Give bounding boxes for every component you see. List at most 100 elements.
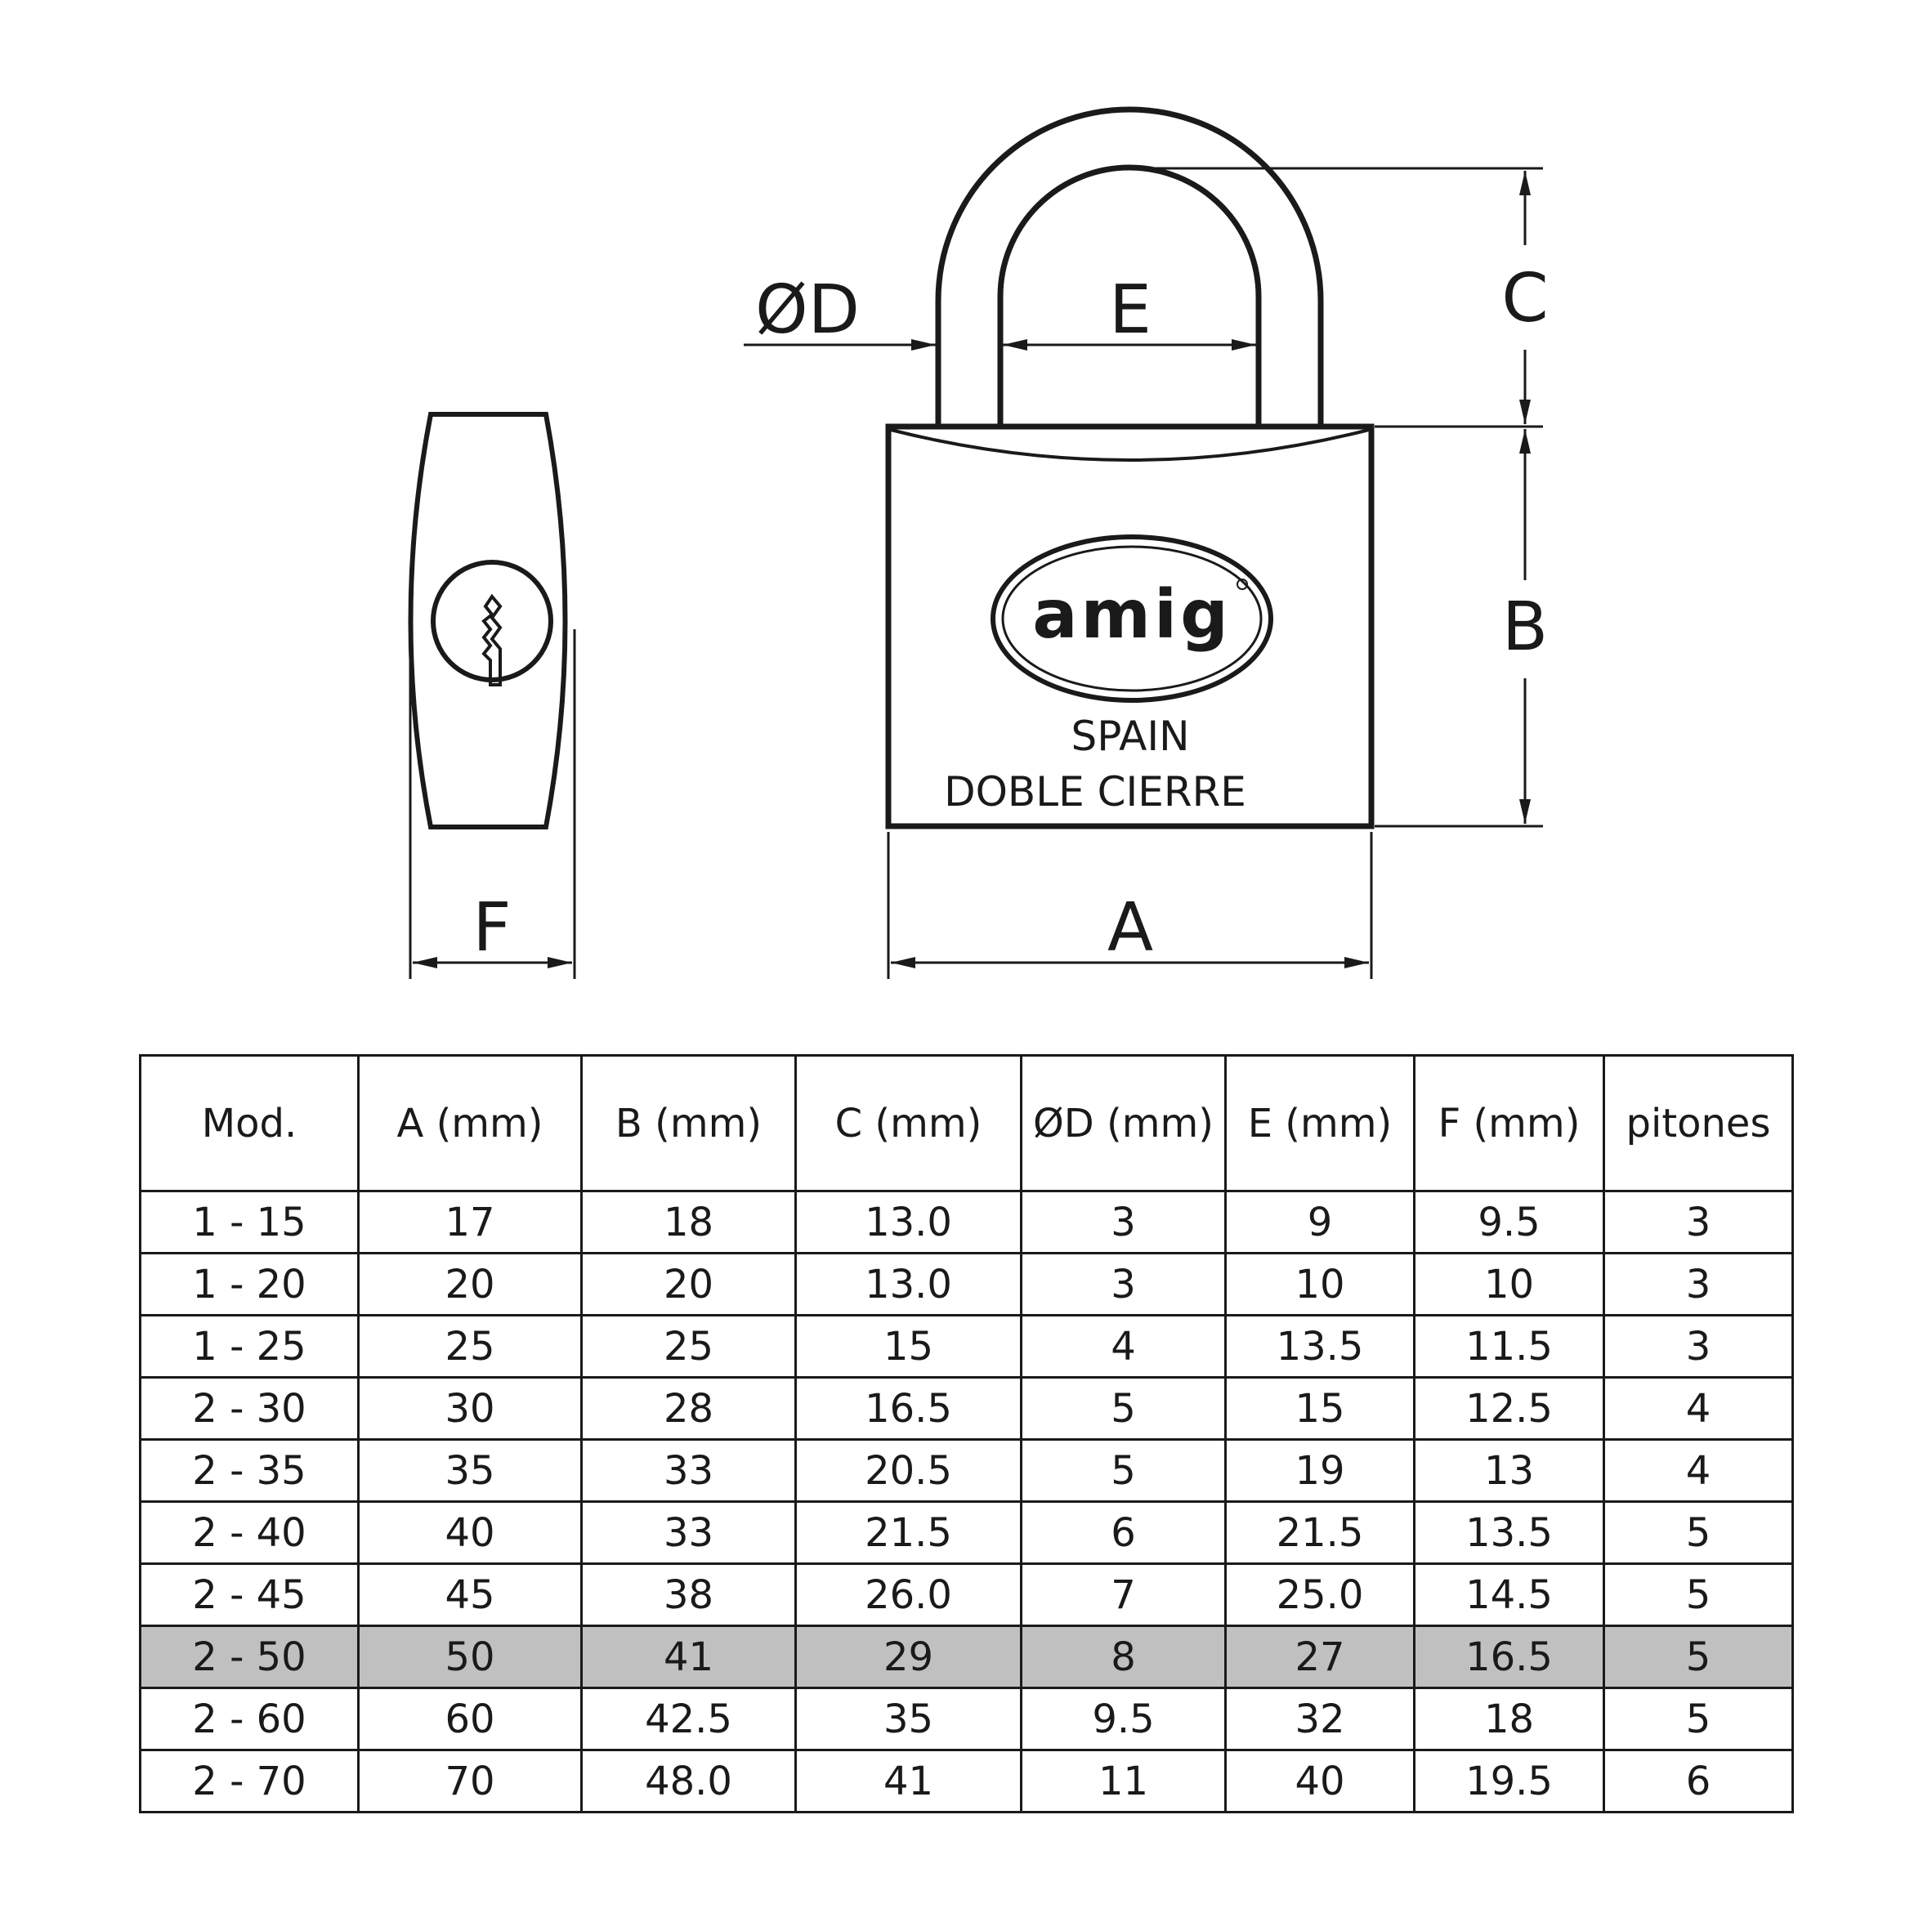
cell-c: 26.0 [794, 1562, 1022, 1627]
cell-b: 33 [580, 1438, 797, 1503]
cell-f: 12.5 [1413, 1376, 1605, 1441]
cell-f: 10 [1413, 1252, 1605, 1316]
keyway-slot [481, 593, 503, 686]
cell-e: 9 [1224, 1190, 1415, 1254]
cell-b: 41 [580, 1625, 797, 1689]
cell-f: 11.5 [1413, 1314, 1605, 1379]
cell-c: 20.5 [794, 1438, 1022, 1503]
cell-model: 1 - 20 [139, 1252, 360, 1316]
cell-e: 10 [1224, 1252, 1415, 1316]
cell-pitones: 3 [1603, 1314, 1794, 1379]
cell-pitones: 6 [1603, 1749, 1794, 1813]
header-f: F (mm) [1413, 1054, 1605, 1192]
cell-d: 5 [1020, 1376, 1227, 1441]
cell-e: 13.5 [1224, 1314, 1415, 1379]
cell-a: 45 [357, 1562, 583, 1627]
cell-pitones: 5 [1603, 1625, 1794, 1689]
cell-c: 15 [794, 1314, 1022, 1379]
cell-model: 2 - 35 [139, 1438, 360, 1503]
cell-model: 1 - 15 [139, 1190, 360, 1254]
cell-e: 25.0 [1224, 1562, 1415, 1627]
cell-a: 70 [357, 1749, 583, 1813]
cell-e: 27 [1224, 1625, 1415, 1689]
cell-c: 29 [794, 1625, 1022, 1689]
cell-a: 20 [357, 1252, 583, 1316]
cell-a: 35 [357, 1438, 583, 1503]
cell-b: 28 [580, 1376, 797, 1441]
cell-e: 19 [1224, 1438, 1415, 1503]
cell-d: 3 [1020, 1252, 1227, 1316]
shackle-outer [935, 106, 1324, 427]
cell-b: 18 [580, 1190, 797, 1254]
table-header-row: Mod. A (mm) B (mm) C (mm) ØD (mm) E (mm)… [139, 1054, 1794, 1192]
registered-mark [1237, 579, 1248, 590]
cell-f: 13.5 [1413, 1500, 1605, 1565]
brand-oval-outer [991, 534, 1273, 703]
padlock-side-view [408, 412, 568, 829]
cell-d: 4 [1020, 1314, 1227, 1379]
label-b: B [1502, 588, 1548, 666]
shackle-inner [997, 164, 1262, 427]
header-b: B (mm) [580, 1054, 797, 1192]
dimension-lines [409, 167, 1543, 979]
cell-f: 18 [1413, 1687, 1605, 1751]
cell-pitones: 5 [1603, 1562, 1794, 1627]
cell-b: 48.0 [580, 1749, 797, 1813]
cell-e: 32 [1224, 1687, 1415, 1751]
label-d: ØD [755, 271, 860, 349]
cell-a: 17 [357, 1190, 583, 1254]
cell-a: 40 [357, 1500, 583, 1565]
padlock-body [885, 423, 1375, 829]
cell-f: 16.5 [1413, 1625, 1605, 1689]
cell-d: 5 [1020, 1438, 1227, 1503]
cell-d: 9.5 [1020, 1687, 1227, 1751]
cell-model: 2 - 50 [139, 1625, 360, 1689]
header-pitones: pitones [1603, 1054, 1794, 1192]
cell-a: 60 [357, 1687, 583, 1751]
cell-d: 8 [1020, 1625, 1227, 1689]
stamp-spain: SPAIN [1071, 713, 1189, 760]
cell-model: 2 - 40 [139, 1500, 360, 1565]
cell-c: 13.0 [794, 1252, 1022, 1316]
cell-e: 15 [1224, 1376, 1415, 1441]
header-d: ØD (mm) [1020, 1054, 1227, 1192]
header-model: Mod. [139, 1054, 360, 1192]
cell-d: 3 [1020, 1190, 1227, 1254]
cell-b: 20 [580, 1252, 797, 1316]
cell-model: 2 - 60 [139, 1687, 360, 1751]
cell-d: 11 [1020, 1749, 1227, 1813]
cell-pitones: 3 [1603, 1190, 1794, 1254]
cell-model: 2 - 70 [139, 1749, 360, 1813]
body-top-curve [890, 428, 1370, 462]
stamp-doble-cierre: DOBLE CIERRE [944, 768, 1246, 816]
cell-a: 30 [357, 1376, 583, 1441]
cell-pitones: 4 [1603, 1376, 1794, 1441]
cell-b: 25 [580, 1314, 797, 1379]
cell-c: 41 [794, 1749, 1022, 1813]
padlock-front-view [885, 106, 1375, 829]
side-body-outline [408, 412, 568, 829]
cell-e: 40 [1224, 1749, 1415, 1813]
cell-e: 21.5 [1224, 1500, 1415, 1565]
cell-d: 7 [1020, 1562, 1227, 1627]
header-e: E (mm) [1224, 1054, 1415, 1192]
label-c: C [1501, 260, 1548, 337]
header-a: A (mm) [357, 1054, 583, 1192]
label-a: A [1107, 889, 1153, 967]
cell-pitones: 4 [1603, 1438, 1794, 1503]
cell-f: 13 [1413, 1438, 1605, 1503]
cell-pitones: 5 [1603, 1500, 1794, 1565]
cell-b: 33 [580, 1500, 797, 1565]
cell-f: 19.5 [1413, 1749, 1605, 1813]
cell-f: 9.5 [1413, 1190, 1605, 1254]
cell-f: 14.5 [1413, 1562, 1605, 1627]
